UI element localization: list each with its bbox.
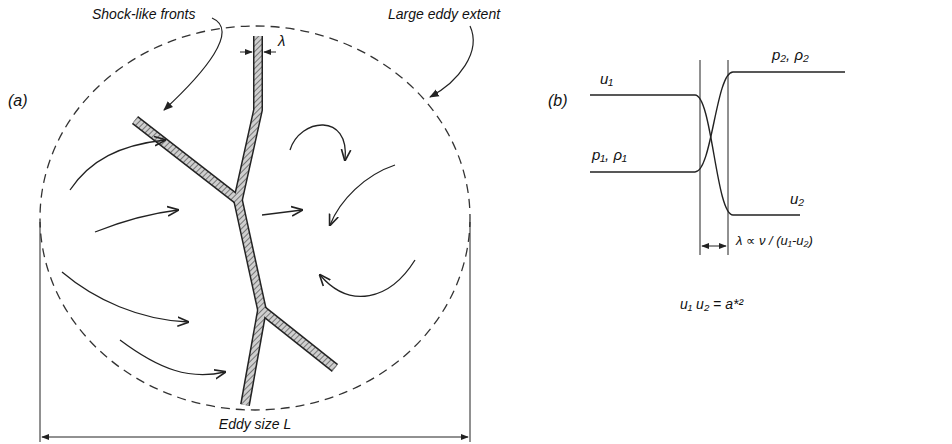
callout-label: Large eddy extent [388,6,500,22]
shock-profile [590,72,845,215]
flow-arrows [62,125,415,375]
dimension-label: Eddy size L [216,416,294,432]
formula-label: u₁ u₂ = a*² [680,296,743,312]
symbol-label: λ [278,32,285,49]
shock-fronts [135,36,335,405]
width-marker [240,52,276,53]
callout-label: Shock-like fronts [92,6,195,22]
variable-label: p₁, ρ₁ [592,146,627,163]
formula-label: λ ∝ ν / (u₁-u₂) [736,234,813,249]
dimension-line [40,222,470,442]
eddy-extent [40,26,470,410]
variable-label: u₂ [790,190,804,207]
panel-tag: (b) [548,92,568,110]
panel-tag: (a) [8,92,28,110]
variable-label: u₁ [600,70,613,87]
thickness-marker [700,60,728,255]
leader-lines [164,18,473,110]
variable-label: p₂, ρ₂ [772,46,809,63]
